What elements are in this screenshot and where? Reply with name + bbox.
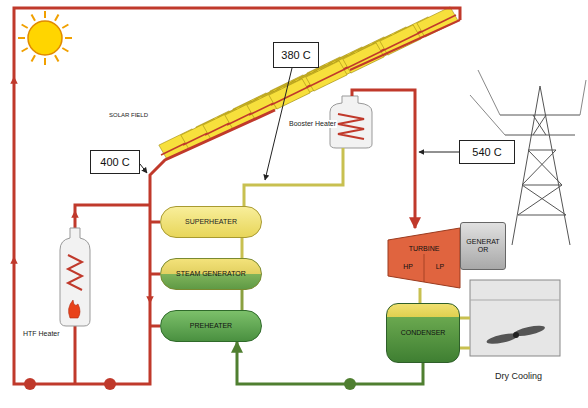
pipe-connector xyxy=(244,90,415,228)
fan-blade xyxy=(486,331,519,345)
transmission-tower xyxy=(500,86,580,245)
sun-ray xyxy=(22,25,28,29)
pipe-segment xyxy=(352,90,415,228)
stage-divider xyxy=(424,254,425,282)
temperature-value: 380 C xyxy=(281,49,310,61)
htf-stub xyxy=(150,222,160,326)
sun-ray xyxy=(32,55,36,61)
heater-vessel xyxy=(60,228,90,326)
solar-field xyxy=(159,7,458,159)
turbine-casing xyxy=(388,228,460,288)
sun-ray xyxy=(18,37,25,39)
equipment-name: CONDENSER xyxy=(401,329,446,337)
heater-coil xyxy=(338,114,364,139)
pipe-connector xyxy=(242,238,243,258)
tower xyxy=(470,70,586,245)
temperature-callout: 540 C xyxy=(459,140,515,164)
sun-ray xyxy=(32,15,36,21)
equipment-name: PREHEATER xyxy=(190,322,232,330)
temperature-value: 540 C xyxy=(472,146,501,158)
generator: GENERATOR xyxy=(460,222,506,270)
pipe-segment xyxy=(241,290,244,310)
cooling-pipe xyxy=(460,318,470,348)
hot-header xyxy=(150,110,275,330)
equipment-name: TURBINE xyxy=(392,245,456,253)
flow-arrow xyxy=(74,214,76,222)
trough-mirror xyxy=(269,79,310,109)
equipment-name: STEAM GENERATOR xyxy=(176,270,246,278)
htf-heater-pipe xyxy=(74,326,77,384)
cooling-unit xyxy=(470,280,560,356)
fan-blade xyxy=(513,324,546,338)
equipment-name: GENERATOR xyxy=(465,238,501,253)
stage-name: LP xyxy=(424,263,456,271)
sun-ray xyxy=(55,15,59,21)
sun-ray xyxy=(65,37,72,39)
htf-pipe xyxy=(14,8,460,384)
temperature-value: 400 C xyxy=(100,156,129,168)
pipe-segment xyxy=(244,148,343,206)
power-wire xyxy=(470,70,586,135)
pump-symbol xyxy=(104,378,116,390)
flame xyxy=(69,300,80,318)
cooling-unit xyxy=(470,300,560,301)
flow-arrow xyxy=(13,80,15,120)
sun-ray xyxy=(22,48,28,52)
dry-cooling xyxy=(460,280,560,356)
preheater-tank: PREHEATER xyxy=(160,310,262,342)
pump-symbol xyxy=(24,378,36,390)
heater-coil xyxy=(68,255,82,290)
htf-heater-icon xyxy=(60,228,90,326)
steam-generator-tank: STEAM GENERATOR xyxy=(160,258,262,290)
sun-ray xyxy=(62,48,68,52)
stage-name: HP xyxy=(392,263,424,271)
flow-arrow xyxy=(13,260,15,300)
temperature-callout: 400 C xyxy=(90,150,140,174)
leader-line xyxy=(419,152,459,153)
pipe-segment xyxy=(419,288,422,303)
turbine-casing xyxy=(388,228,460,288)
sun-ray xyxy=(62,25,68,29)
sun-ray xyxy=(44,58,46,65)
superheater-tank: SUPERHEATER xyxy=(160,206,262,238)
equipment-label: Booster Heater xyxy=(288,120,337,128)
flow-arrow xyxy=(149,290,151,300)
turbine: TURBINE HPLP xyxy=(388,228,460,288)
sun-disc xyxy=(28,21,62,55)
temperature-callout: 380 C xyxy=(273,42,319,68)
fan-hub xyxy=(513,332,519,338)
condenser-tank: CONDENSER xyxy=(386,303,460,363)
htf-loop xyxy=(14,8,460,384)
equipment-label: HTF Heater xyxy=(22,330,61,338)
sun-ray xyxy=(44,11,46,18)
leaders xyxy=(140,68,459,180)
trough-mirror xyxy=(417,7,458,37)
equipment-label: Dry Cooling xyxy=(494,372,543,382)
sun-ray xyxy=(55,55,59,61)
area-label: SOLAR FIELD xyxy=(108,112,149,119)
pipe-connector xyxy=(242,290,243,310)
pipe-segment xyxy=(241,238,244,258)
pipe-connector xyxy=(420,288,421,303)
cold-header xyxy=(350,20,460,70)
equipment-name: SUPERHEATER xyxy=(185,218,237,226)
sun-icon xyxy=(18,11,72,65)
leader-line xyxy=(140,164,147,173)
htf-heater-pipe xyxy=(75,205,150,238)
